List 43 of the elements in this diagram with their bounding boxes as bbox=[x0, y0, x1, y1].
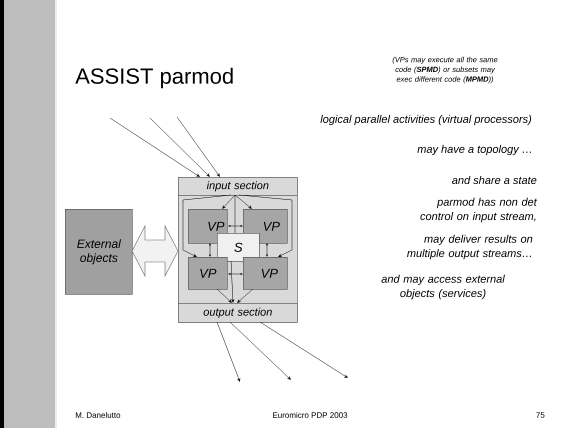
arrow bbox=[182, 194, 232, 257]
bullet-text: and may access external objects (services) bbox=[382, 274, 505, 300]
node-text: input section bbox=[206, 181, 268, 192]
arrow bbox=[230, 322, 291, 380]
arrow bbox=[216, 322, 240, 382]
external-box bbox=[65, 209, 133, 295]
node-text: VP bbox=[200, 268, 216, 278]
bullet-text: logical parallel activities (virtual processors) bbox=[320, 114, 532, 126]
section-band bbox=[178, 303, 298, 323]
slide-title: ASSIST parmod bbox=[75, 68, 233, 88]
node-text: output section bbox=[204, 308, 272, 318]
processor-box bbox=[243, 257, 288, 290]
state-box bbox=[217, 233, 260, 262]
processor-box bbox=[188, 209, 228, 244]
footer-text: M. Danelutto bbox=[76, 412, 120, 418]
node-text: VP bbox=[208, 222, 224, 231]
arrow bbox=[234, 194, 252, 209]
arrow bbox=[228, 272, 243, 276]
arrow bbox=[237, 288, 254, 303]
section-band bbox=[178, 177, 298, 196]
arrow bbox=[266, 243, 268, 257]
node-text: VP bbox=[264, 222, 280, 231]
arrow bbox=[228, 224, 243, 228]
arrow bbox=[176, 116, 220, 177]
arrow bbox=[260, 322, 348, 378]
arrow bbox=[208, 243, 212, 257]
node-text: VP bbox=[262, 268, 278, 278]
footer-text: Euromicro PDP 2003 bbox=[273, 412, 348, 418]
bullet-text: and share a state bbox=[452, 176, 536, 184]
arrow bbox=[230, 260, 234, 303]
arrow bbox=[110, 118, 200, 177]
double-arrow bbox=[132, 224, 178, 278]
node-text: External objects bbox=[77, 239, 122, 264]
bullet-text: parmod has non det control on input stream, bbox=[420, 198, 538, 222]
arrow bbox=[150, 118, 210, 177]
arrow bbox=[216, 288, 232, 303]
footer-text: 75 bbox=[536, 412, 544, 418]
bullet-text: may have a topology … bbox=[417, 144, 531, 156]
processor-box bbox=[188, 257, 228, 290]
arrow bbox=[222, 194, 236, 209]
bullet-text: may deliver results on multiple output streams… bbox=[407, 234, 532, 260]
arrow bbox=[238, 194, 292, 257]
node-text: S bbox=[234, 242, 242, 252]
